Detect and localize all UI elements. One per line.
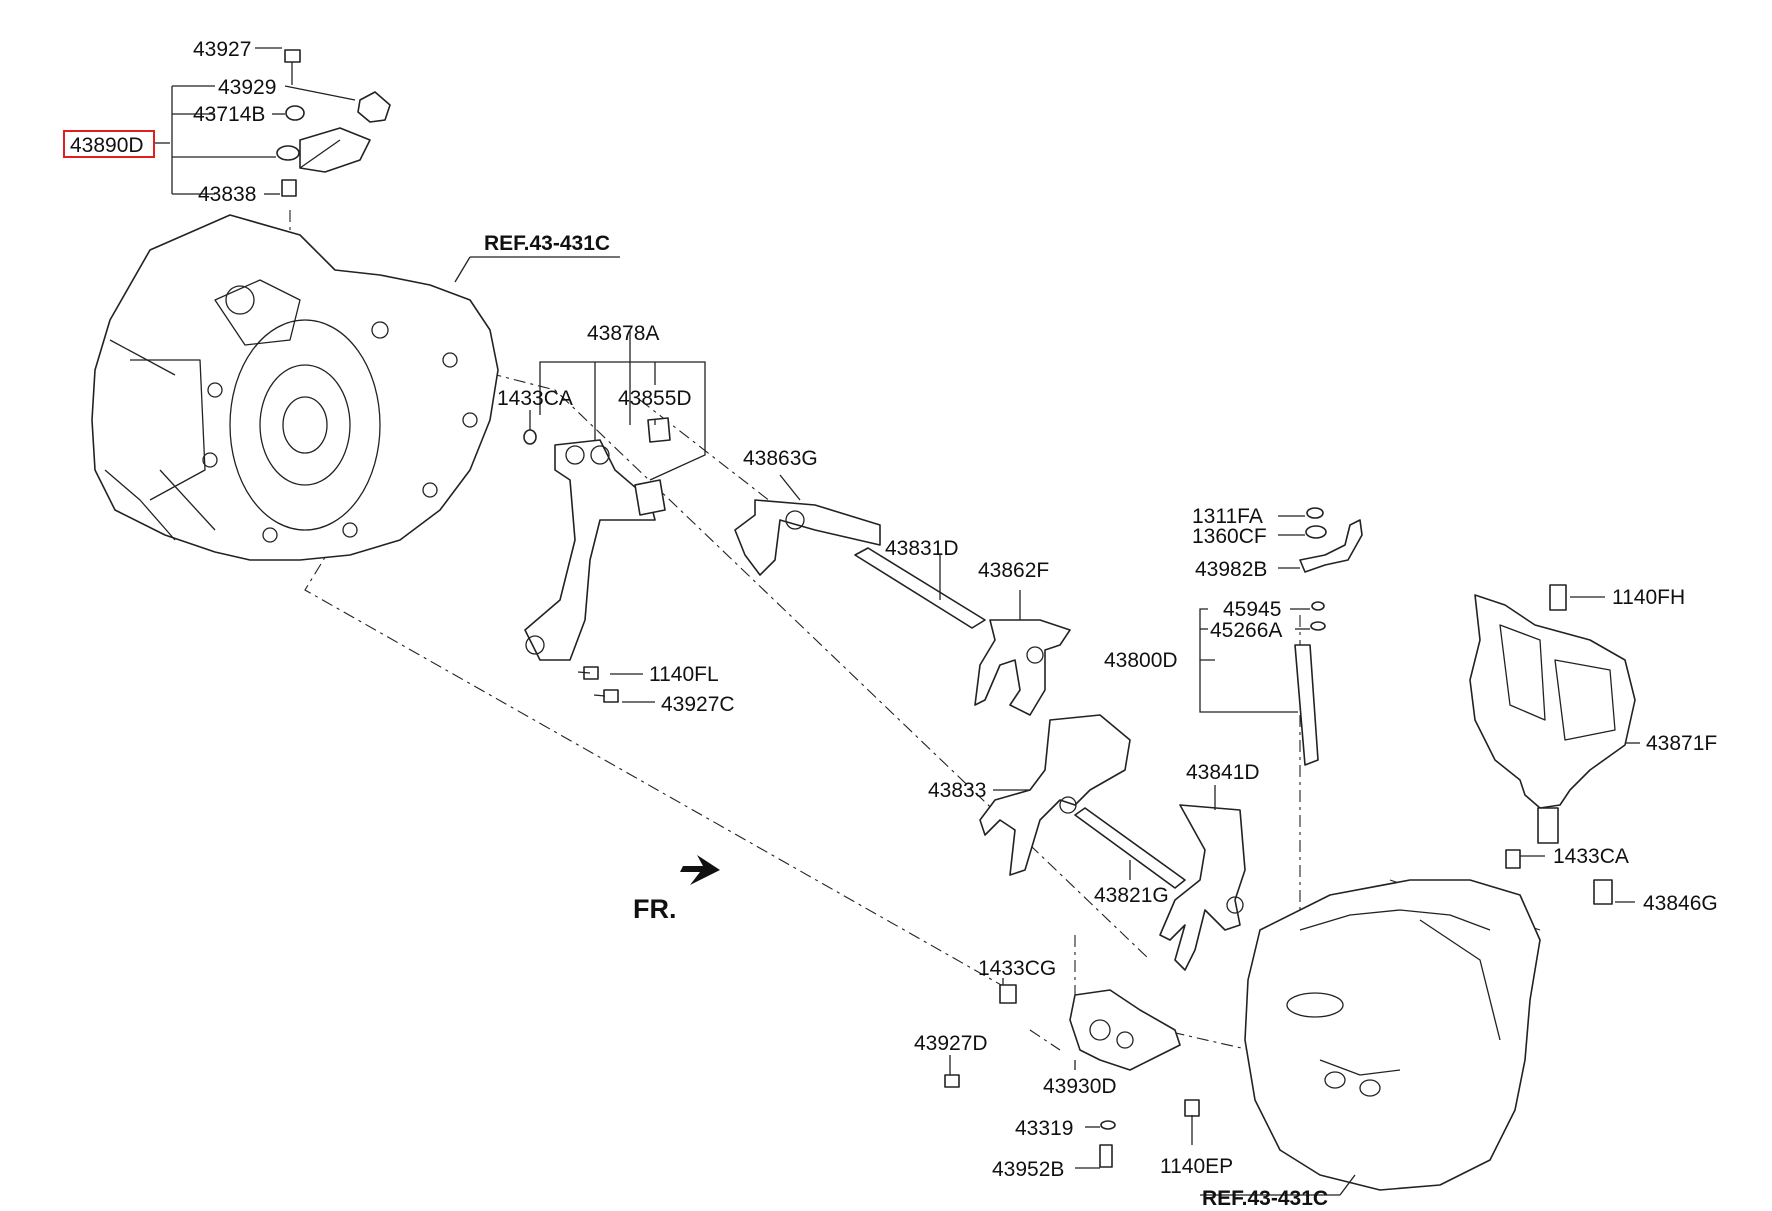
transmission-case-left — [91, 214, 499, 561]
label-43927c: 43927C — [661, 693, 735, 716]
ref-label-bottom: REF.43-431C — [1202, 1187, 1328, 1210]
shift-control-43930d — [1069, 989, 1181, 1071]
shift-rod-43800d — [1294, 507, 1363, 766]
label-43929: 43929 — [218, 76, 276, 99]
shift-fork-43833 — [979, 714, 1131, 876]
small-fasteners — [577, 666, 1613, 1168]
label-1433cg: 1433CG — [978, 957, 1056, 980]
highlight-box-43890d — [63, 130, 155, 158]
leader-lines — [155, 47, 1640, 1196]
front-label: FR. — [633, 894, 677, 924]
part-labels: 43927 43929 43714B 43890D 43838 REF.43-4… — [70, 38, 1718, 1210]
ref-label-top: REF.43-431C — [484, 232, 610, 255]
label-43821g: 43821G — [1094, 884, 1169, 907]
label-1433ca-top: 1433CA — [497, 387, 573, 410]
label-45945: 45945 — [1223, 598, 1281, 621]
label-43833: 43833 — [928, 779, 986, 802]
label-43927d: 43927D — [914, 1032, 988, 1055]
shift-lever-43878a — [523, 417, 671, 661]
label-43319: 43319 — [1015, 1117, 1073, 1140]
label-1140fl: 1140FL — [649, 663, 719, 686]
shift-bracket-assembly — [276, 49, 391, 197]
shift-rail-43821g — [1074, 807, 1186, 889]
label-43982b: 43982B — [1195, 558, 1267, 581]
label-43878a: 43878A — [587, 322, 659, 345]
label-43890d: 43890D — [70, 134, 144, 157]
label-1311fa: 1311FA — [1192, 505, 1263, 528]
label-43831d: 43831D — [885, 537, 959, 560]
label-43862f: 43862F — [978, 559, 1049, 582]
label-43855d: 43855D — [618, 387, 692, 410]
label-45266a: 45266A — [1210, 619, 1282, 642]
label-1140ep: 1140EP — [1160, 1155, 1233, 1178]
label-43714b: 43714B — [193, 103, 265, 126]
shift-fork-43862f — [974, 619, 1071, 716]
label-43841d: 43841D — [1186, 761, 1260, 784]
shift-fork-43863g — [734, 499, 881, 576]
label-43930d: 43930D — [1043, 1075, 1117, 1098]
shift-actuator-43871f — [1469, 584, 1636, 844]
label-1360cf: 1360CF — [1192, 525, 1267, 548]
label-43927: 43927 — [193, 38, 251, 61]
label-43838: 43838 — [198, 183, 256, 206]
label-43800d: 43800D — [1104, 649, 1178, 672]
transmission-case-right — [1244, 879, 1541, 1191]
label-1140fh: 1140FH — [1612, 586, 1685, 609]
front-direction-arrow-icon — [680, 855, 720, 885]
label-43846g: 43846G — [1643, 892, 1718, 915]
label-43871f: 43871F — [1646, 732, 1717, 755]
label-1433ca-bottom: 1433CA — [1553, 845, 1629, 868]
label-43863g: 43863G — [743, 447, 818, 470]
shift-fork-43841d — [1159, 804, 1246, 971]
shift-rail-43831d — [854, 547, 986, 629]
label-43952b: 43952B — [992, 1158, 1064, 1181]
